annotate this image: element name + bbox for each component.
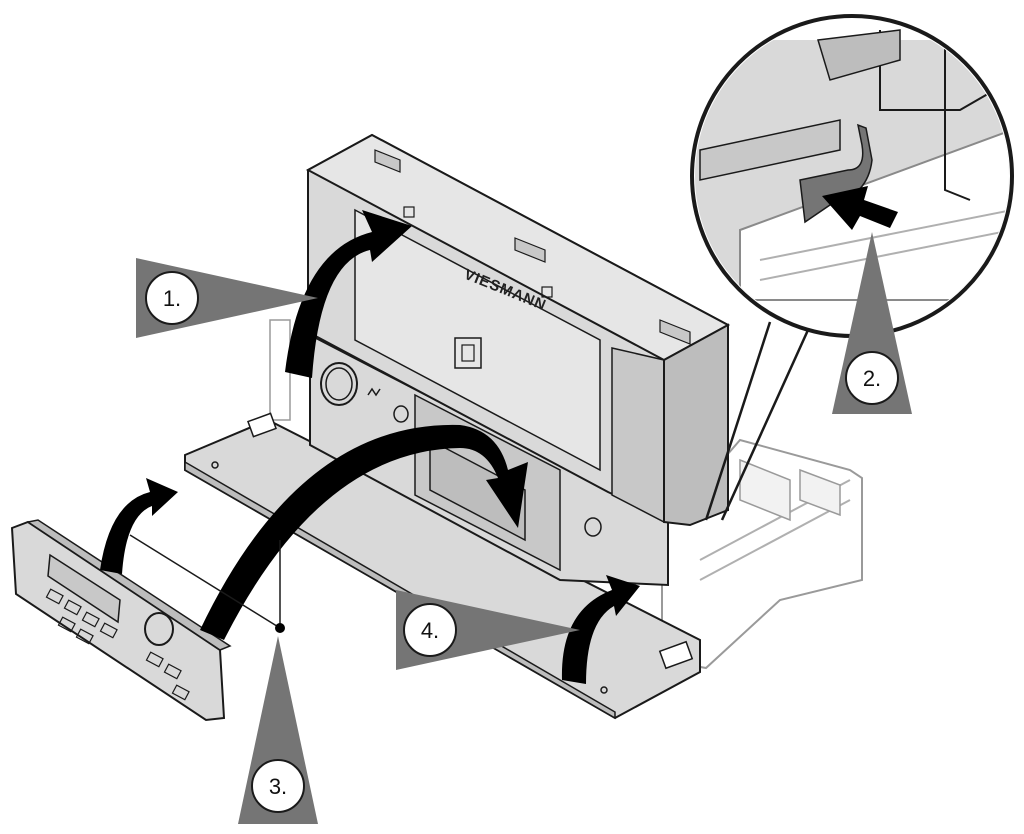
arrow-2-press-clip [822, 186, 898, 230]
step-callout-2: 2. [832, 232, 912, 414]
step-label-4: 4. [421, 618, 439, 643]
action-arrows [100, 186, 898, 684]
step-callout-1: 1. [136, 258, 318, 338]
step-label-3: 3. [269, 774, 287, 799]
step-callout-4: 4. [396, 590, 580, 670]
arrow-4-close-flap [561, 575, 640, 684]
programming-unit [10, 519, 232, 722]
arrow-1-lift-cover [285, 210, 412, 378]
arrow-3-swing-unit [200, 424, 528, 640]
step-callout-3: 3. [238, 636, 318, 824]
leader-lines [129, 534, 285, 633]
step-label-2: 2. [863, 366, 881, 391]
step-label-1: 1. [163, 286, 181, 311]
arrow-3-lift-unit [100, 478, 178, 574]
cover-lid: VIESMANN [305, 133, 731, 527]
detail-magnifier [690, 14, 1014, 521]
